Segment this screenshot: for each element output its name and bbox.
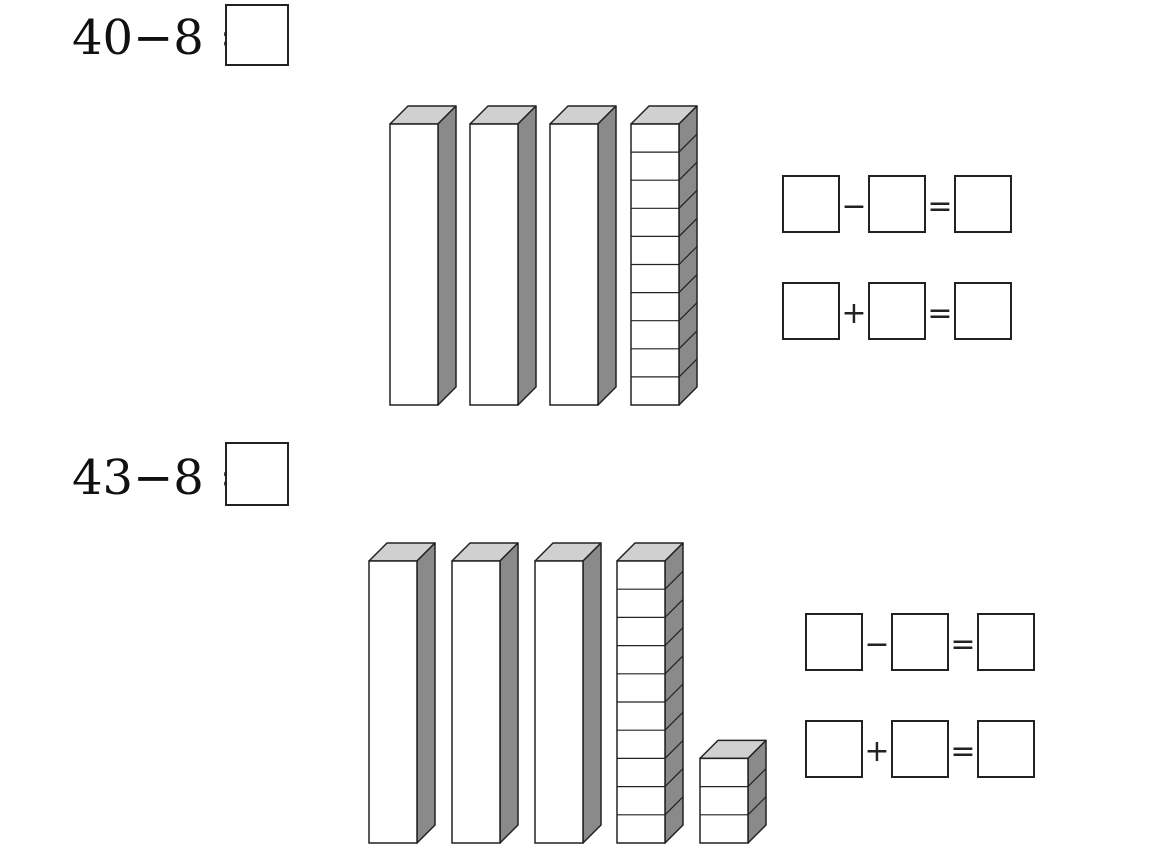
problem-1-add-box-2[interactable] (869, 283, 925, 339)
plus-sign: + (864, 734, 889, 769)
block-side-face (748, 740, 766, 843)
ten-rod (470, 106, 536, 405)
ten-rod (390, 106, 456, 405)
equals-sign: = (950, 627, 975, 662)
block-side-face (438, 106, 456, 405)
block-front-face (535, 561, 583, 843)
problem-2-addition-equation: + = (806, 721, 1034, 777)
ten-rod (369, 543, 435, 843)
block-side-face (500, 543, 518, 843)
plus-sign: + (841, 296, 866, 331)
ten-rod (550, 106, 616, 405)
minus-sign: − (841, 189, 866, 224)
block-front-face (369, 561, 417, 843)
problem-1-subtraction-equation: − = (783, 176, 1011, 232)
problem-2-sub-box-1[interactable] (806, 614, 862, 670)
minus-sign: − (864, 627, 889, 662)
problem-1-sub-box-2[interactable] (869, 176, 925, 232)
ten-rod (631, 106, 697, 405)
problem-2-subtraction-equation: − = (806, 614, 1034, 670)
block-side-face (598, 106, 616, 405)
problem-1-answer-box[interactable] (226, 5, 288, 65)
block-front-face (452, 561, 500, 843)
problem-1-add-box-1[interactable] (783, 283, 839, 339)
ten-rod (617, 543, 683, 843)
block-front-face (390, 124, 438, 405)
problem-1-sub-box-1[interactable] (783, 176, 839, 232)
problem-2-add-box-3[interactable] (978, 721, 1034, 777)
equals-sign: = (927, 296, 952, 331)
problem-2-base-ten-blocks (369, 543, 766, 843)
block-side-face (518, 106, 536, 405)
ten-rod (452, 543, 518, 843)
problem-2-sub-box-3[interactable] (978, 614, 1034, 670)
equals-sign: = (927, 189, 952, 224)
block-front-face (470, 124, 518, 405)
problem-2-add-box-2[interactable] (892, 721, 948, 777)
block-front-face (700, 758, 748, 843)
problem-2-sub-box-2[interactable] (892, 614, 948, 670)
problem-1-addition-equation: + = (783, 283, 1011, 339)
block-front-face (550, 124, 598, 405)
problem-1-add-box-3[interactable] (955, 283, 1011, 339)
ten-rod (535, 543, 601, 843)
problem-1-sub-box-3[interactable] (955, 176, 1011, 232)
problem-2-answer-box[interactable] (226, 443, 288, 505)
unit-cubes (700, 740, 766, 843)
block-side-face (583, 543, 601, 843)
equals-sign: = (950, 734, 975, 769)
block-side-face (417, 543, 435, 843)
problem-2-add-box-1[interactable] (806, 721, 862, 777)
problem-1-base-ten-blocks (390, 106, 697, 405)
